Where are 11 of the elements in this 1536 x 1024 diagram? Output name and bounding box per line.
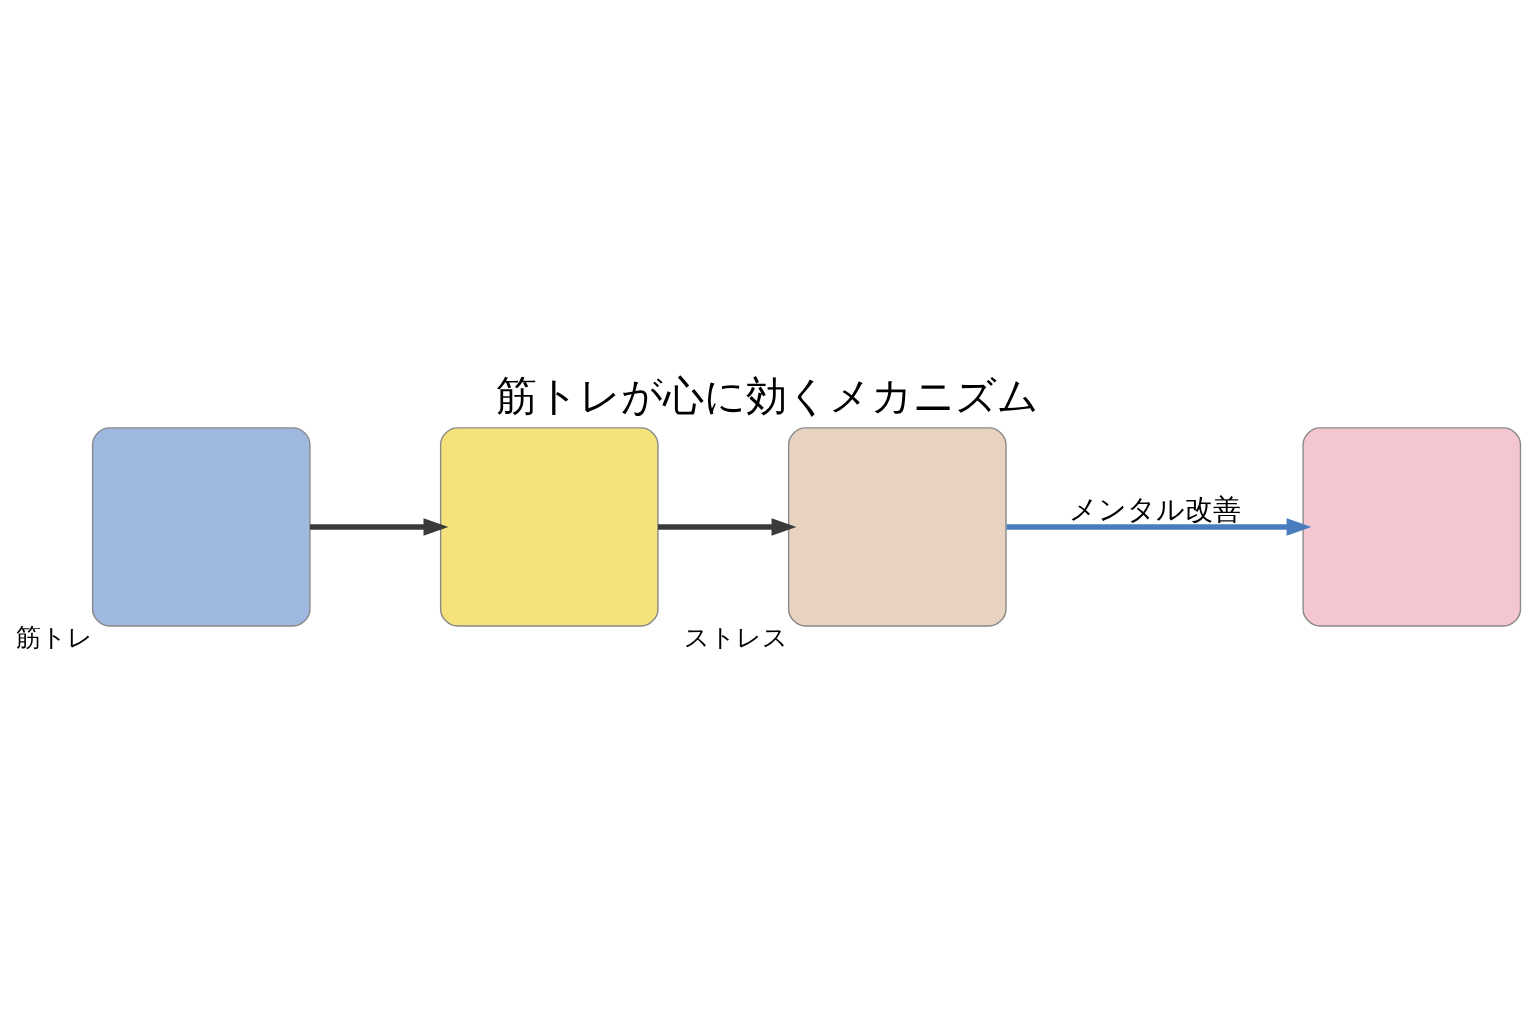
node-label: 筋トレ	[15, 622, 93, 652]
node-box	[1302, 426, 1522, 627]
node-box	[787, 426, 1007, 627]
diagram-title: 筋トレが心に効くメカニズム	[496, 371, 1040, 420]
node-box	[439, 426, 659, 627]
node-label: ストレス	[684, 622, 789, 652]
arrow	[1006, 517, 1312, 536]
edge-label: メンタル改善	[1068, 492, 1241, 525]
arrow	[310, 517, 449, 536]
arrow	[658, 517, 797, 536]
node-box	[91, 426, 311, 627]
